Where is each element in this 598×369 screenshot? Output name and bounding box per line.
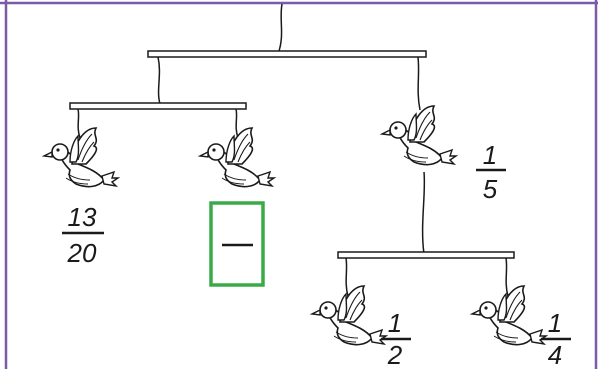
fraction-13-20-numerator: 13 — [68, 202, 97, 232]
left-sub-bar — [70, 103, 246, 109]
string-top-right — [418, 57, 420, 110]
bird-left-2 — [200, 128, 274, 187]
fraction-1-5-numerator: 1 — [483, 140, 497, 170]
fraction-1-2-denominator: 2 — [387, 340, 403, 369]
answer-box[interactable] — [211, 203, 263, 285]
fraction-13-20: 13 20 — [62, 202, 104, 268]
top-bar — [148, 51, 426, 57]
string-lower-1 — [346, 258, 348, 296]
fraction-1-5: 1 5 — [476, 140, 506, 204]
fraction-1-5-denominator: 5 — [483, 174, 498, 204]
fraction-1-4-denominator: 4 — [548, 340, 562, 369]
fraction-13-20-denominator: 20 — [67, 238, 97, 268]
lower-right-bar — [338, 252, 514, 258]
bird-left-1 — [44, 128, 118, 187]
fraction-1-2-numerator: 1 — [388, 308, 402, 338]
bird-bottom-left — [312, 286, 386, 345]
string-top-left — [158, 57, 160, 104]
fraction-1-4-numerator: 1 — [548, 308, 562, 338]
fraction-1-2: 1 2 — [381, 308, 411, 369]
string-right-lower — [423, 172, 425, 254]
bird-right-top — [382, 106, 456, 165]
string-left-2 — [236, 109, 238, 138]
top-string — [278, 4, 282, 54]
bird-bottom-right — [472, 286, 546, 345]
fraction-1-4: 1 4 — [541, 308, 571, 369]
string-lower-2 — [506, 258, 508, 296]
string-left-1 — [78, 109, 80, 138]
